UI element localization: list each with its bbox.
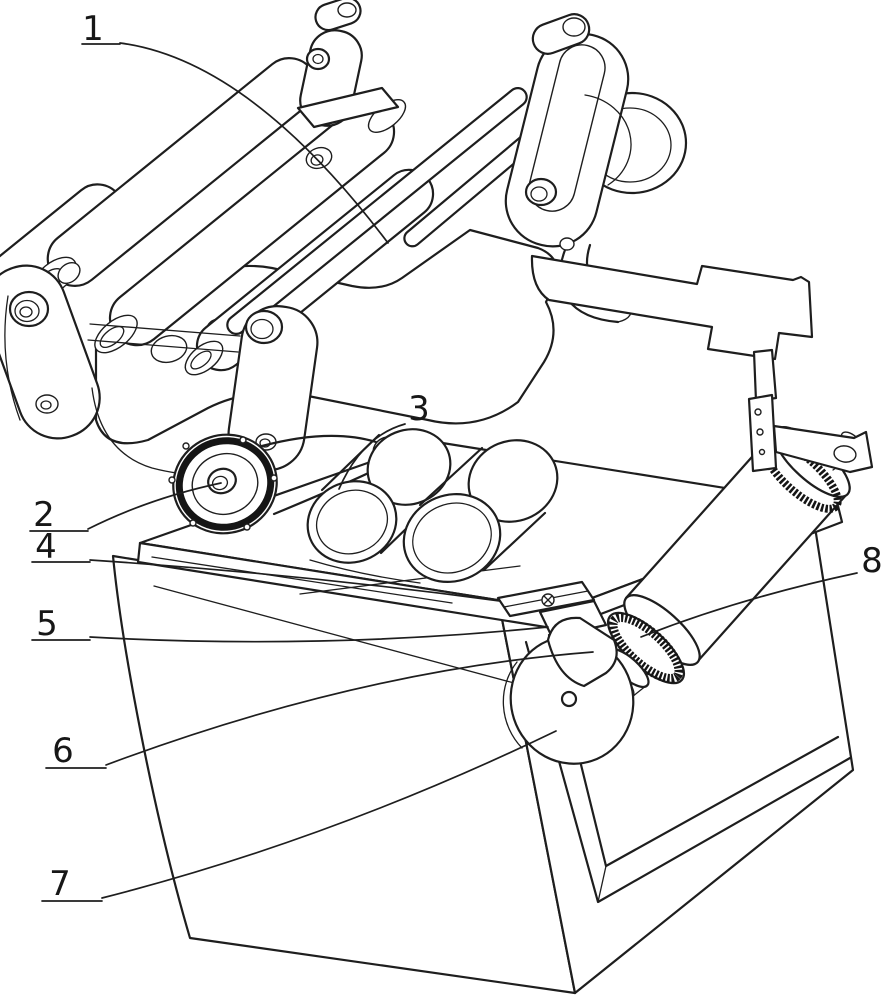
flange-pulley xyxy=(168,433,278,535)
callout-leader-1 xyxy=(119,42,389,244)
callout-label-3: 3 xyxy=(408,389,430,429)
callout-leader-5 xyxy=(89,626,549,643)
top-right-pulley-clevis xyxy=(504,13,688,324)
callout-label-6: 6 xyxy=(52,731,74,771)
left-pivot-plate xyxy=(0,264,241,440)
stepped-frame-bar xyxy=(530,254,814,403)
roller-bearing-bracket xyxy=(747,393,874,474)
callout-leader-6 xyxy=(105,651,594,766)
motor-cylinders xyxy=(306,428,559,583)
callout-label-8: 8 xyxy=(861,541,883,581)
callout-label-1: 1 xyxy=(82,9,104,49)
callout-label-7: 7 xyxy=(49,864,71,904)
callout-label-5: 5 xyxy=(36,604,58,644)
callout-label-4: 4 xyxy=(35,527,57,567)
callout-layer xyxy=(29,42,858,902)
flange-bolt-dots xyxy=(168,436,278,531)
pressure-disc xyxy=(502,616,635,765)
disc-clamp-bracket xyxy=(546,616,618,688)
callout-leader-7 xyxy=(101,730,557,899)
callout-labels: 1 2 3 4 5 6 7 8 xyxy=(33,9,883,904)
callout-leader-3 xyxy=(338,423,406,490)
callout-leader-4 xyxy=(89,559,501,602)
callout-label-2: 2 xyxy=(33,495,55,535)
top-centre-clevis xyxy=(296,0,400,170)
callout-leader-8 xyxy=(640,572,858,638)
callout-leader-2 xyxy=(87,482,222,530)
